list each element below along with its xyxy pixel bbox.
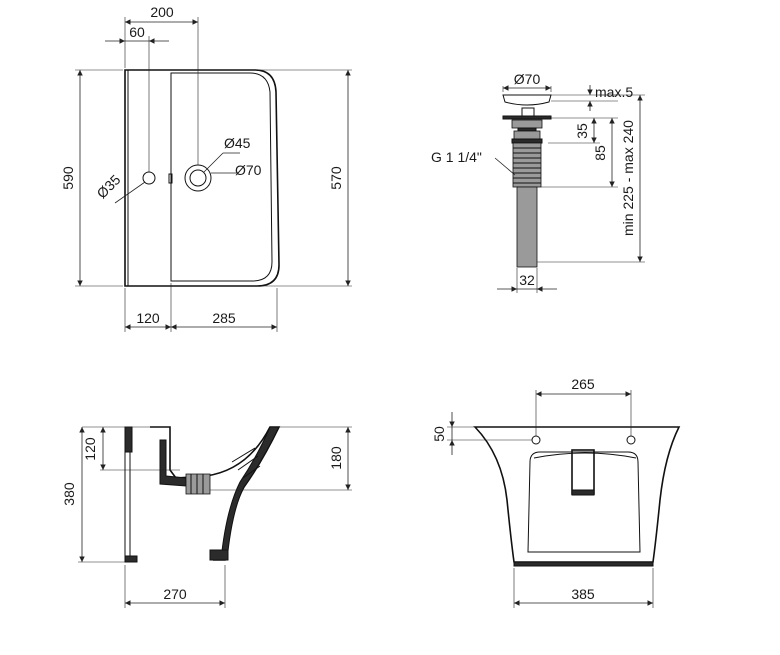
side-270-label: 270 <box>163 586 187 602</box>
drain-max5-label: max.5 <box>595 84 633 100</box>
dim-285-label: 285 <box>212 310 236 326</box>
dim-60-label: 60 <box>129 24 145 40</box>
drain-32-label: 32 <box>519 272 535 288</box>
front-waste-block <box>571 449 595 495</box>
dim-200-label: 200 <box>150 4 174 20</box>
side-waste-path <box>159 439 187 487</box>
front-385-label: 385 <box>571 586 595 602</box>
front-50-label: 50 <box>431 426 447 442</box>
dia-45-label: Ø45 <box>224 135 251 151</box>
drain-dia-70-label: Ø70 <box>514 71 541 87</box>
dia-35-label: Ø35 <box>93 171 123 201</box>
front-fixing-hole-right <box>626 435 636 445</box>
side-380-label: 380 <box>61 482 77 506</box>
side-back-top <box>124 426 133 453</box>
drain-view: Ø70 max.5 35 85 min 225 - max 240 G 1 1/… <box>431 71 645 293</box>
dim-120-label: 120 <box>136 310 160 326</box>
overflow-slot <box>168 173 173 184</box>
side-180-label: 180 <box>328 446 344 470</box>
side-basin-profile <box>150 426 281 561</box>
drain-thread-label: G 1 1/4" <box>431 149 482 165</box>
drain-35-label: 35 <box>574 123 590 139</box>
drain-hole-45 <box>189 169 207 187</box>
top-view-inner-bowl <box>170 72 273 282</box>
side-foot-back <box>124 555 138 563</box>
top-view-basin-outline <box>124 69 280 287</box>
dia-70-label: Ø70 <box>235 162 262 178</box>
top-view: 200 60 590 570 Ø35 Ø45 Ø70 120 285 <box>60 4 352 332</box>
dim-570-label: 570 <box>328 166 344 190</box>
drain-range-label: min 225 - max 240 <box>620 120 636 236</box>
dim-590-label: 590 <box>60 166 76 190</box>
front-265-label: 265 <box>571 376 595 392</box>
side-foot-front <box>209 549 229 561</box>
side-view: 380 120 180 270 <box>61 426 352 608</box>
front-inner-recess <box>527 451 641 553</box>
front-view: 265 50 385 <box>431 376 681 608</box>
drain-cap <box>502 94 552 106</box>
drain-85-label: 85 <box>592 145 608 161</box>
drain-thread <box>512 142 542 188</box>
front-fixing-hole-left <box>531 435 541 445</box>
drain-tail-pipe <box>516 186 538 268</box>
side-120-label: 120 <box>82 437 98 461</box>
